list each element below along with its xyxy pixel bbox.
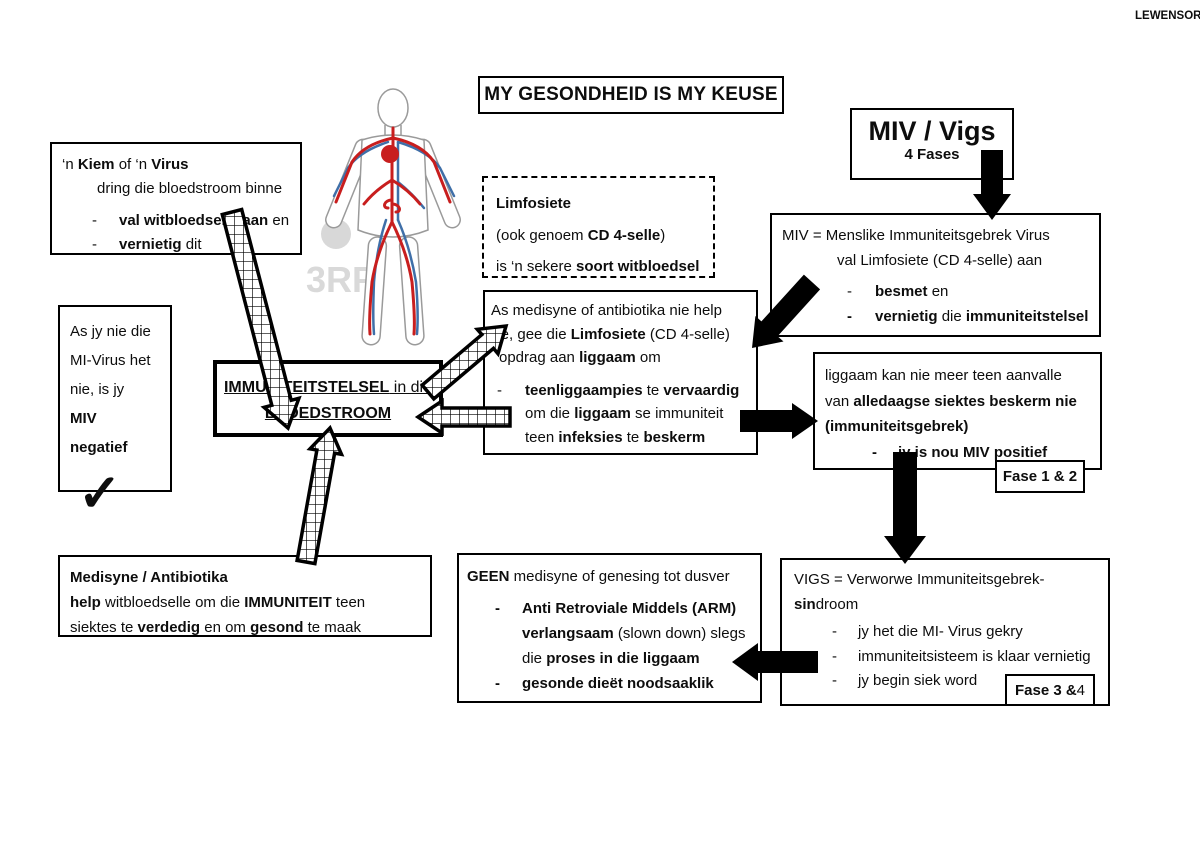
corner-subject-label: LEWENSOR	[1135, 10, 1200, 22]
asmed-line3: opdrag aan liggaam om	[499, 349, 661, 366]
liggaam-bullet: - jy is nou MIV positief	[872, 443, 1048, 461]
kiem-virus-box: ‘n Kiem of ‘n Virus dring die bloedstroo…	[50, 142, 302, 255]
vigs-bullet: - jy begin siek word	[832, 672, 978, 689]
asmed-line2: nie, gee die Limfosiete (CD 4-selle)	[489, 325, 730, 343]
neg-line2: MI-Virus het	[70, 352, 151, 369]
geen-cont2: die proses in die liggaam	[522, 650, 700, 667]
kiem-bullet: - val witbloedselle aan en	[92, 212, 290, 229]
miv-line1: MIV = Menslike Immuniteitsgebrek Virus	[782, 227, 1050, 244]
limf-line1: Limfosiete	[496, 195, 572, 212]
med-line1: Medisyne / Antibiotika	[70, 569, 228, 586]
fase-3-4-label: Fase 3 & 4	[1005, 674, 1095, 706]
limf-line2: (ook genoem CD 4-selle)	[496, 226, 666, 244]
geen-cont1: verlangsaam (slown down) slegs	[522, 625, 746, 642]
medisyne-antibiotika-box: Medisyne / Antibiotika help witbloedsell…	[58, 555, 432, 637]
asmed-cont2: teen infeksies te beskerm	[525, 428, 706, 446]
check-icon: ✓	[78, 465, 122, 523]
immuniteitsgebrek-box: liggaam kan nie meer teen aanvalle van a…	[813, 352, 1102, 470]
asmed-line1: As medisyne of antibiotika nie help	[491, 302, 722, 319]
miv-vigs-title: MIV / Vigs	[868, 116, 996, 146]
miv-vigs-heading-box: MIV / Vigs 4 Fases	[850, 108, 1014, 180]
miv-line2: val Limfosiete (CD 4-selle) aan	[837, 252, 1043, 269]
neg-line4: MIV	[70, 410, 97, 427]
kiem-bullet: - vernietig dit	[92, 236, 202, 253]
geen-bullet: - Anti Retroviale Middels (ARM)	[495, 600, 737, 617]
miv-definition-box: MIV = Menslike Immuniteitsgebrek Virus v…	[770, 213, 1101, 337]
liggaam-line2: van alledaagse siektes beskerm nie	[825, 392, 1077, 410]
asmed-cont1: om die liggaam se immuniteit	[525, 405, 724, 422]
med-line2: help witbloedselle om die IMMUNITEIT tee…	[70, 594, 366, 611]
miv-bullet: - besmet en	[847, 283, 949, 300]
liggaam-line3: (immuniteitsgebrek)	[825, 418, 969, 435]
arteries	[334, 126, 452, 336]
limfosiete-box: Limfosiete (ook genoem CD 4-selle) is ‘n…	[482, 176, 715, 278]
neg-line3: nie, is jy	[70, 381, 125, 398]
vigs-line2: sindroom	[794, 595, 859, 613]
page-title: MY GESONDHEID IS MY KEUSE	[478, 76, 784, 114]
vigs-bullet: - immuniteitsisteem is klaar vernietig	[832, 647, 1091, 665]
miv-negatief-box: As jy nie die MI-Virus het nie, is jy MI…	[58, 305, 172, 520]
geen-genesing-box: GEEN medisyne of genesing tot dusver - A…	[457, 553, 762, 703]
med-line3: siektes te verdedig en om gesond te maak	[70, 619, 361, 636]
geen-bullet: - gesonde dieët noodsaaklik	[495, 675, 714, 692]
human-circulatory-figure: 3RF	[306, 88, 461, 346]
limf-line3: is ‘n sekere soort witbloedsel	[496, 258, 700, 275]
immun-line2: BLOEDSTROOM	[264, 405, 392, 422]
immun-line1: IMMUNITEITSTELSEL in die	[223, 379, 433, 396]
vigs-line1: VIGS = Verworwe Immuniteitsgebrek-	[794, 571, 1045, 588]
neg-line5: negatief	[70, 439, 128, 456]
stock-watermark: 3RF	[306, 219, 374, 300]
asmed-bullet: - teenliggaampies te vervaardig	[497, 381, 740, 399]
svg-text:3RF: 3RF	[306, 259, 374, 300]
miv-vigs-subtitle: 4 Fases	[904, 146, 960, 163]
neg-line1: As jy nie die	[70, 323, 151, 340]
fase-1-2-label: Fase 1 & 2	[995, 460, 1085, 493]
miv-bullet: - vernietig die immuniteitstelsel	[847, 308, 1089, 325]
immuniteitstelsel-box: IMMUNITEITSTELSEL in die BLOEDSTROOM	[213, 360, 443, 437]
geen-line1: GEEN medisyne of genesing tot dusver	[467, 568, 730, 585]
antibiotika-limfosiete-box: As medisyne of antibiotika nie help nie,…	[483, 290, 758, 455]
vigs-bullet: - jy het die MI- Virus gekry	[832, 623, 1023, 640]
kiem-line2: dring die bloedstroom binne	[97, 180, 283, 197]
liggaam-line1: liggaam kan nie meer teen aanvalle	[825, 367, 1062, 384]
kiem-line1: ‘n Kiem of ‘n Virus	[62, 156, 189, 173]
